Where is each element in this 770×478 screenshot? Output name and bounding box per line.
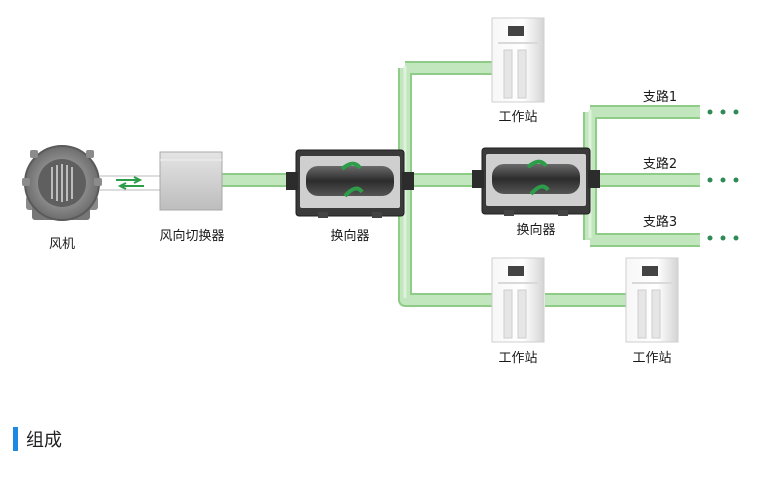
arrow-right-icon	[116, 176, 143, 184]
fan-label: 风机	[49, 237, 75, 252]
workstation-bottom-1-label: 工作站	[498, 351, 537, 366]
diverter-2-label: 换向器	[516, 222, 555, 238]
diverter-unit-icon	[472, 147, 600, 216]
bidirectional-link	[100, 175, 160, 191]
switcher-label: 风向切换器	[159, 228, 224, 244]
diverter-unit-icon	[286, 149, 414, 218]
fan-icon	[22, 145, 102, 221]
section-title: 组成	[26, 430, 62, 451]
pipe-network	[222, 61, 700, 307]
branch-1-label: 支路1	[643, 89, 677, 105]
workstation-top-label: 工作站	[498, 110, 537, 125]
branch-3-label: 支路3	[643, 214, 677, 230]
ellipsis-dots-icon	[707, 177, 739, 183]
workstation-cabinet-icon	[625, 257, 679, 343]
workstation-cabinet-icon	[491, 17, 545, 103]
arrow-left-icon	[117, 182, 144, 190]
ellipsis-dots-icon	[707, 109, 739, 115]
ellipsis-dots-icon	[707, 235, 739, 241]
workstation-bottom-2-label: 工作站	[632, 351, 671, 366]
workstation-cabinet-icon	[491, 257, 545, 343]
switch-box-icon	[159, 151, 223, 211]
section-accent-bar	[13, 427, 18, 451]
diverter-1-label: 换向器	[330, 228, 369, 244]
branch-2-label: 支路2	[643, 156, 677, 172]
